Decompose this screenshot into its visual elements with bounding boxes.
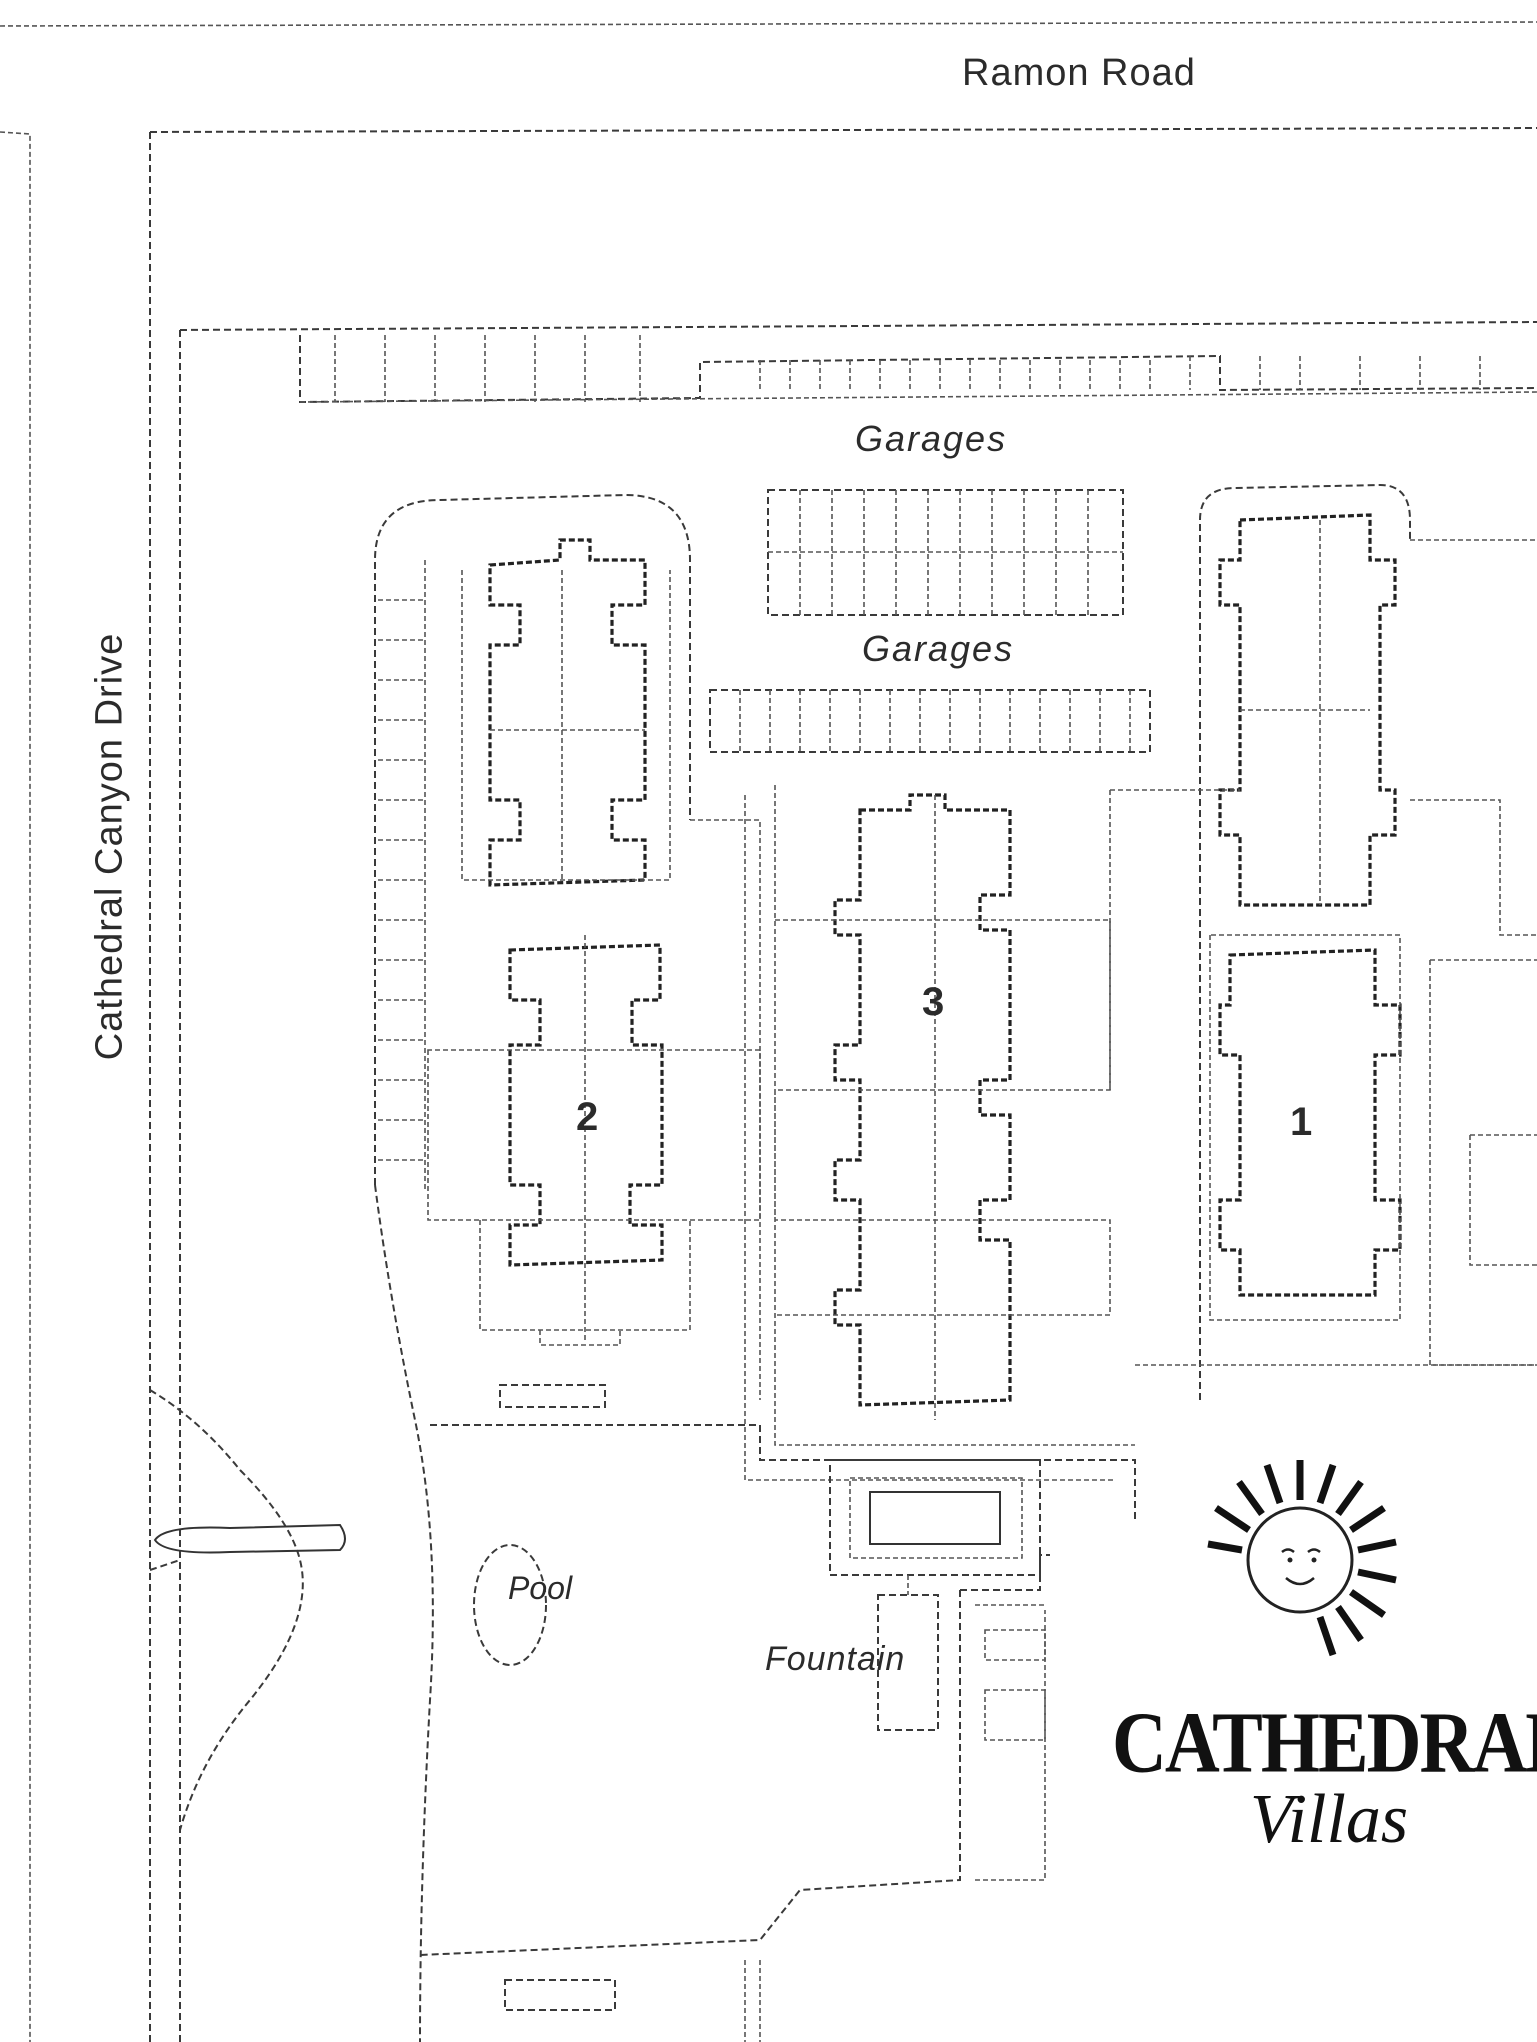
building-3 (744, 785, 1135, 1481)
fountain-label: Fountain (765, 1640, 906, 1678)
pool-label: Pool (508, 1570, 573, 1606)
logo-sun-icon (1207, 1460, 1397, 1657)
building-1 (1135, 934, 1537, 1366)
cathedral-canyon-drive-label: Cathedral Canyon Drive (88, 632, 131, 1061)
building-2 (427, 819, 761, 1400)
lower-site (419, 1384, 1050, 2042)
site-boundary (0, 21, 1537, 2042)
entry-drive (149, 1184, 1136, 2042)
garages-block-1 (767, 489, 1124, 616)
ramon-road-label: Ramon Road (962, 52, 1196, 94)
garages-strip-top (299, 335, 1537, 404)
fountain-area (829, 1459, 1041, 1731)
pool (473, 1544, 547, 1666)
garages-label-lower: Garages (862, 628, 1015, 669)
garages-label-upper: Garages (855, 418, 1008, 459)
garages-block-2 (709, 689, 1151, 753)
building-3-number: 3 (922, 980, 945, 1024)
building-upper-left (461, 538, 671, 887)
parking-loop-left (374, 493, 691, 1190)
building-1-number: 1 (1290, 1100, 1313, 1144)
building-2-number: 2 (576, 1095, 599, 1139)
logo-villas-script: Villas (1250, 1781, 1409, 1858)
building-upper-right (1109, 483, 1537, 1400)
logo-cathedral-wordmark: CATHEDRAL (1112, 1694, 1537, 1792)
